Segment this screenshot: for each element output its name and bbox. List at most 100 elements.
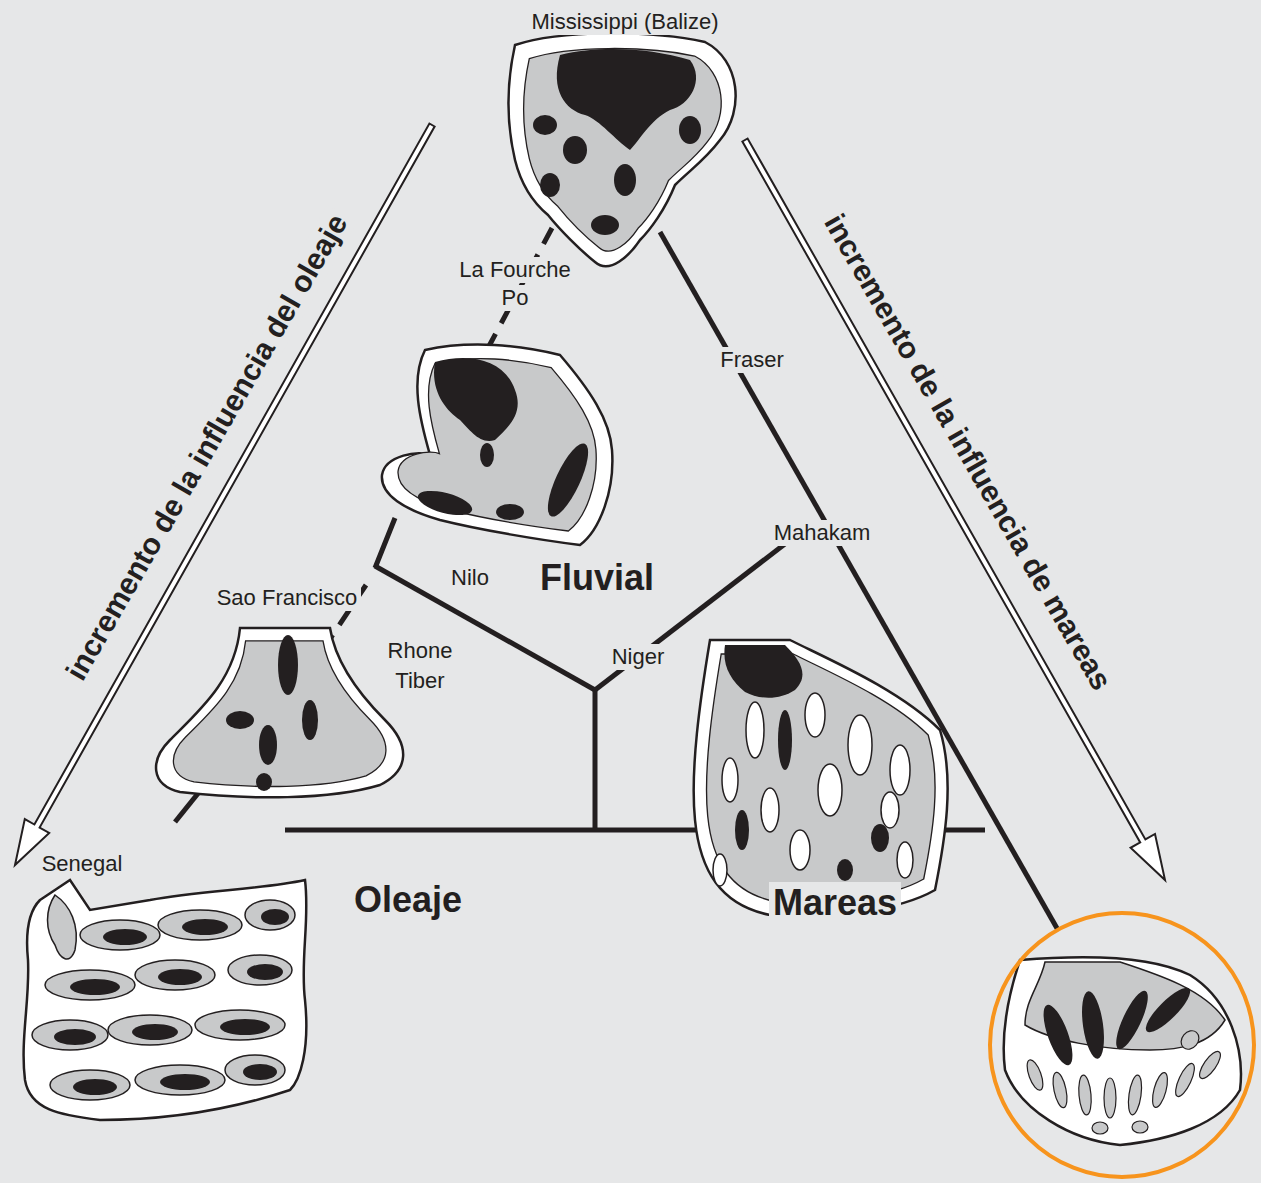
delta-sketch-part (302, 700, 318, 740)
highlight-circle (990, 913, 1254, 1177)
delta-sketch-part-part (881, 792, 899, 828)
delta-sketch (694, 640, 948, 916)
delta-sketch-part-part (247, 964, 283, 980)
delta-sketch-part (382, 345, 612, 545)
delta-sketch-part (614, 164, 636, 196)
delta-sketch-part (557, 49, 696, 150)
delta-sketch-part-part (135, 960, 215, 990)
delta-sketch-part (259, 725, 277, 765)
delta-sketch-part-part (1077, 1075, 1092, 1116)
delta-sketch-part (724, 645, 802, 698)
delta-sketch-part (48, 895, 77, 959)
delta-sketch-part (1110, 987, 1153, 1053)
classification-lines-part (488, 228, 552, 348)
delta-sketch-part (707, 654, 936, 903)
delta-sketch (509, 33, 736, 266)
trend-arrow-part (15, 124, 435, 866)
delta-sketch-part (32, 900, 295, 1100)
delta-sketch-part-part (158, 910, 242, 940)
delta-sketch-part (735, 810, 749, 850)
delta-sketch-part-part (70, 979, 120, 995)
delta-name: Nilo (447, 565, 493, 590)
delta-sketch-part-part (1126, 1074, 1143, 1115)
delta-sketch-part-part (195, 1010, 285, 1040)
delta-sketch-part-part (897, 842, 913, 878)
delta-sketch-part-part (182, 919, 228, 935)
delta-sketch-part (226, 711, 254, 729)
delta-sketch-part (679, 116, 701, 144)
delta-sketch-part (837, 859, 853, 881)
delta-sketch-part-part (50, 1070, 130, 1100)
delta-sketch-part-part (1104, 1078, 1116, 1118)
delta-sketch (382, 345, 612, 545)
delta-sketch-part (694, 640, 948, 916)
delta-sketch-part (415, 486, 474, 520)
delta-sketch-part-part (54, 1029, 96, 1045)
delta-sketch-part (509, 33, 736, 266)
delta-sketch-part-part (135, 1065, 225, 1095)
delta-sketch-part-part (1132, 1121, 1148, 1133)
delta-sketch (1004, 957, 1241, 1145)
delta-sketch (24, 880, 307, 1120)
delta-name: Senegal (38, 851, 127, 876)
delta-sketch-part-part (713, 854, 727, 886)
delta-sketch-part-part (1050, 1071, 1069, 1109)
delta-sketch-part-part (103, 929, 147, 945)
delta-sketch-part (1140, 982, 1195, 1037)
delta-sketch-part (871, 824, 889, 852)
delta-sketch-part-part (32, 1020, 108, 1050)
delta-sketch-part-part (80, 920, 160, 950)
classification-lines (175, 228, 1058, 930)
delta-sketch-part-part (746, 702, 764, 758)
delta-sketch-part-part (45, 970, 135, 1000)
delta-sketch-part-part (1196, 1048, 1224, 1081)
delta-sketch-part (1024, 1027, 1224, 1134)
delta-sketch-part (540, 439, 596, 522)
delta-sketch-part (713, 693, 913, 903)
delta-sketch-part-part (1172, 1061, 1198, 1099)
field-label: Oleaje (350, 879, 466, 920)
delta-name: Tiber (391, 668, 448, 693)
delta-sketch-part-part (761, 788, 779, 832)
field-label: Fluvial (536, 557, 658, 598)
delta-sketch-part (278, 635, 298, 695)
delta-sketch-part-part (158, 969, 202, 985)
delta-sketch-part-part (220, 1019, 270, 1035)
delta-sketch-part-part (245, 900, 295, 930)
delta-sketch-part-part (1092, 1122, 1108, 1134)
delta-sketch-part (480, 443, 494, 467)
delta-sketch-part (1004, 957, 1241, 1145)
delta-sketch-part (524, 49, 722, 252)
field-label: Mareas (769, 882, 901, 923)
delta-sketch-part (1038, 1002, 1079, 1069)
delta-sketch-part-part (790, 830, 810, 870)
delta-sketch-part (533, 115, 557, 135)
delta-sketch-part (591, 215, 619, 235)
delta-name: Mahakam (770, 520, 875, 545)
delta-sketch (156, 628, 403, 797)
delta-sketch-part-part (805, 693, 825, 737)
delta-sketch-part-part (848, 715, 872, 775)
delta-sketch-part (563, 136, 587, 164)
delta-sketch-part-part (108, 1015, 192, 1045)
delta-sketch-part-part (132, 1024, 178, 1040)
classification-lines-part (593, 688, 598, 832)
axis-label: incremento de la influencia del oleaje (57, 205, 357, 690)
delta-sketch-part-part (890, 745, 910, 795)
delta-name: Rhone (384, 638, 457, 663)
delta-sketch-part-part (228, 955, 292, 985)
delta-sketch-part (398, 359, 596, 531)
delta-sketch-part-part (1150, 1071, 1171, 1109)
delta-sketch-part-part (261, 909, 289, 925)
classification-lines-part (375, 518, 395, 568)
delta-name: Mississippi (Balize) (527, 9, 722, 34)
delta-sketch-part (24, 880, 307, 1120)
delta-sketch-part-part (722, 758, 738, 802)
delta-sketch-part (540, 173, 560, 197)
delta-sketch-part-part (225, 1055, 285, 1085)
delta-name: Niger (608, 644, 669, 669)
delta-sketch-part-part (818, 764, 842, 816)
delta-name: Fraser (716, 347, 788, 372)
delta-sketch-part (256, 773, 272, 791)
delta-name: Po (498, 285, 533, 310)
